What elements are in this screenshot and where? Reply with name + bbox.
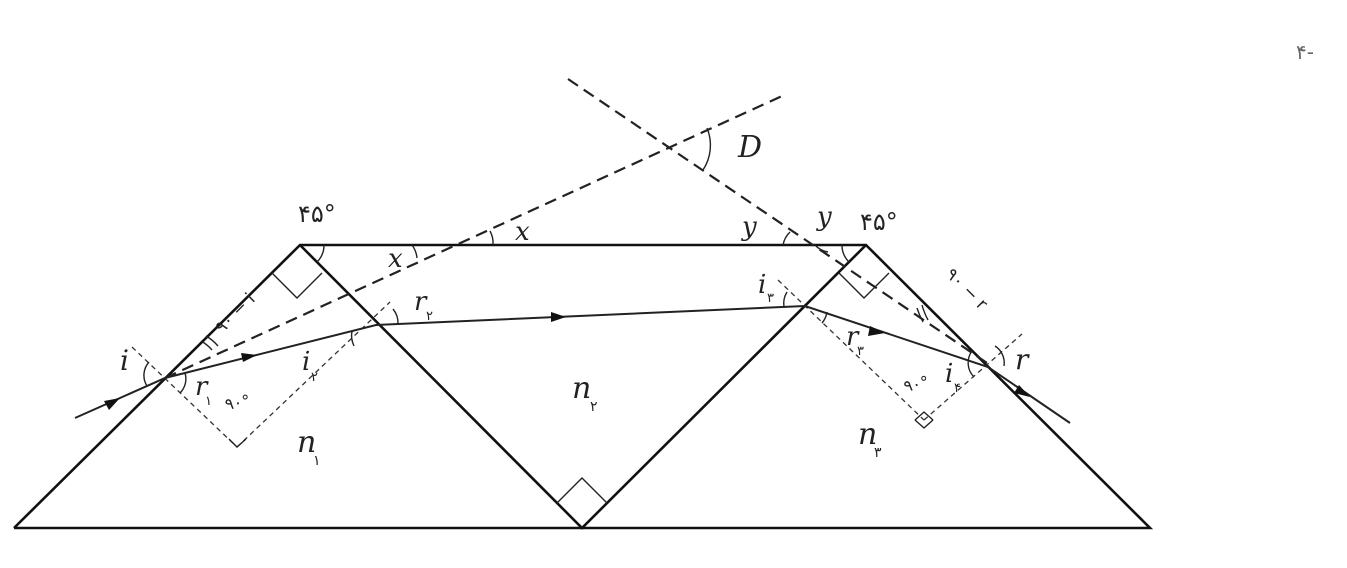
right-angle-normal-right-2 — [914, 411, 934, 421]
arc-x-right — [489, 230, 494, 246]
arc-r — [994, 345, 1005, 367]
label-y-right: y — [816, 202, 832, 232]
arc-ninety-minus-r — [921, 304, 929, 321]
right-angle-top-right — [838, 272, 890, 299]
arrow-incident — [104, 398, 120, 410]
label-n2: n — [572, 371, 591, 406]
right-angle-normal-left — [228, 438, 247, 448]
right-angle-bottom — [556, 477, 608, 504]
normal-entry — [131, 346, 238, 448]
right-angle-top-left — [271, 272, 323, 299]
ray-path — [74, 304, 1071, 424]
label-x-right: x — [515, 217, 530, 247]
label-n2-sub: ۲ — [590, 399, 598, 415]
arc-r3 — [821, 311, 828, 324]
label-y-left: y — [741, 212, 757, 242]
normal-exit — [923, 333, 1023, 421]
right-angle-normal-right — [914, 419, 934, 429]
label-n1: n — [297, 425, 316, 460]
label-r-exit: r — [1015, 343, 1030, 376]
label-r3-sub: ۳ — [857, 344, 864, 359]
label-i4-sub: ۴ — [954, 381, 961, 396]
label-x-left: x — [388, 244, 403, 274]
arc-top-right-45 — [841, 244, 850, 263]
arrow-prism2 — [551, 312, 566, 322]
emergent-extension — [567, 78, 991, 366]
deviation-construction — [164, 78, 991, 380]
question-number: -۴ — [1296, 40, 1314, 64]
arc-r1 — [179, 372, 187, 394]
arc-y-right — [814, 244, 829, 253]
inner-v-edges — [299, 244, 867, 530]
label-r2: r — [414, 287, 428, 317]
label-i: i — [120, 344, 129, 377]
arc-i4 — [967, 350, 975, 378]
arc-y-left — [782, 231, 791, 246]
arrow-prism1 — [241, 353, 257, 362]
prism-outlines — [13, 243, 1154, 530]
labels: ۴۵° ۴۵° D x x y y i r ۱ i ۲ r ۲ i ۳ r ۳ … — [120, 130, 1030, 469]
arc-ninety-minus-r-2 — [916, 307, 924, 323]
label-i3: i — [758, 270, 766, 300]
arc-i — [143, 361, 150, 387]
arc-ninety-minus-i — [200, 340, 213, 351]
label-n3: n — [858, 417, 877, 452]
arrow-prism3 — [868, 326, 885, 336]
label-ninety-minus-r: ۹۰ − r — [941, 264, 991, 314]
incident-extension — [164, 94, 783, 380]
label-i2-sub: ۲ — [311, 370, 318, 385]
arrow-exit — [1014, 385, 1030, 397]
arc-i2 — [350, 330, 355, 347]
label-r1: r — [195, 372, 209, 402]
label-n3-sub: ۳ — [874, 445, 882, 461]
label-r3: r — [846, 322, 860, 352]
arc-i3 — [783, 291, 788, 308]
light-ray — [74, 291, 1071, 424]
label-deviation: D — [737, 130, 762, 165]
normal-right-inner — [777, 279, 925, 421]
label-r2-sub: ۲ — [426, 309, 433, 324]
arc-x-left — [411, 244, 418, 259]
label-n1-sub: ۱ — [313, 453, 321, 469]
label-ninety-right: ۹۰° — [902, 372, 931, 396]
label-i3-sub: ۳ — [767, 291, 774, 306]
arc-top-left-45 — [316, 244, 325, 263]
label-45-left: ۴۵° — [298, 200, 336, 228]
arc-r2 — [392, 308, 399, 325]
arc-deviation — [702, 127, 712, 171]
label-r1-sub: ۱ — [205, 394, 212, 409]
normal-left-inner — [236, 301, 391, 448]
arc-ninety-minus-i-2 — [205, 335, 219, 347]
label-i4: i — [945, 359, 953, 389]
normals — [131, 279, 1023, 448]
label-45-right: ۴۵° — [860, 208, 898, 236]
label-ninety-left: ۹۰° — [223, 391, 251, 414]
label-ninety-minus-i: ۹۰ − i — [211, 289, 259, 337]
label-i2: i — [302, 347, 310, 377]
